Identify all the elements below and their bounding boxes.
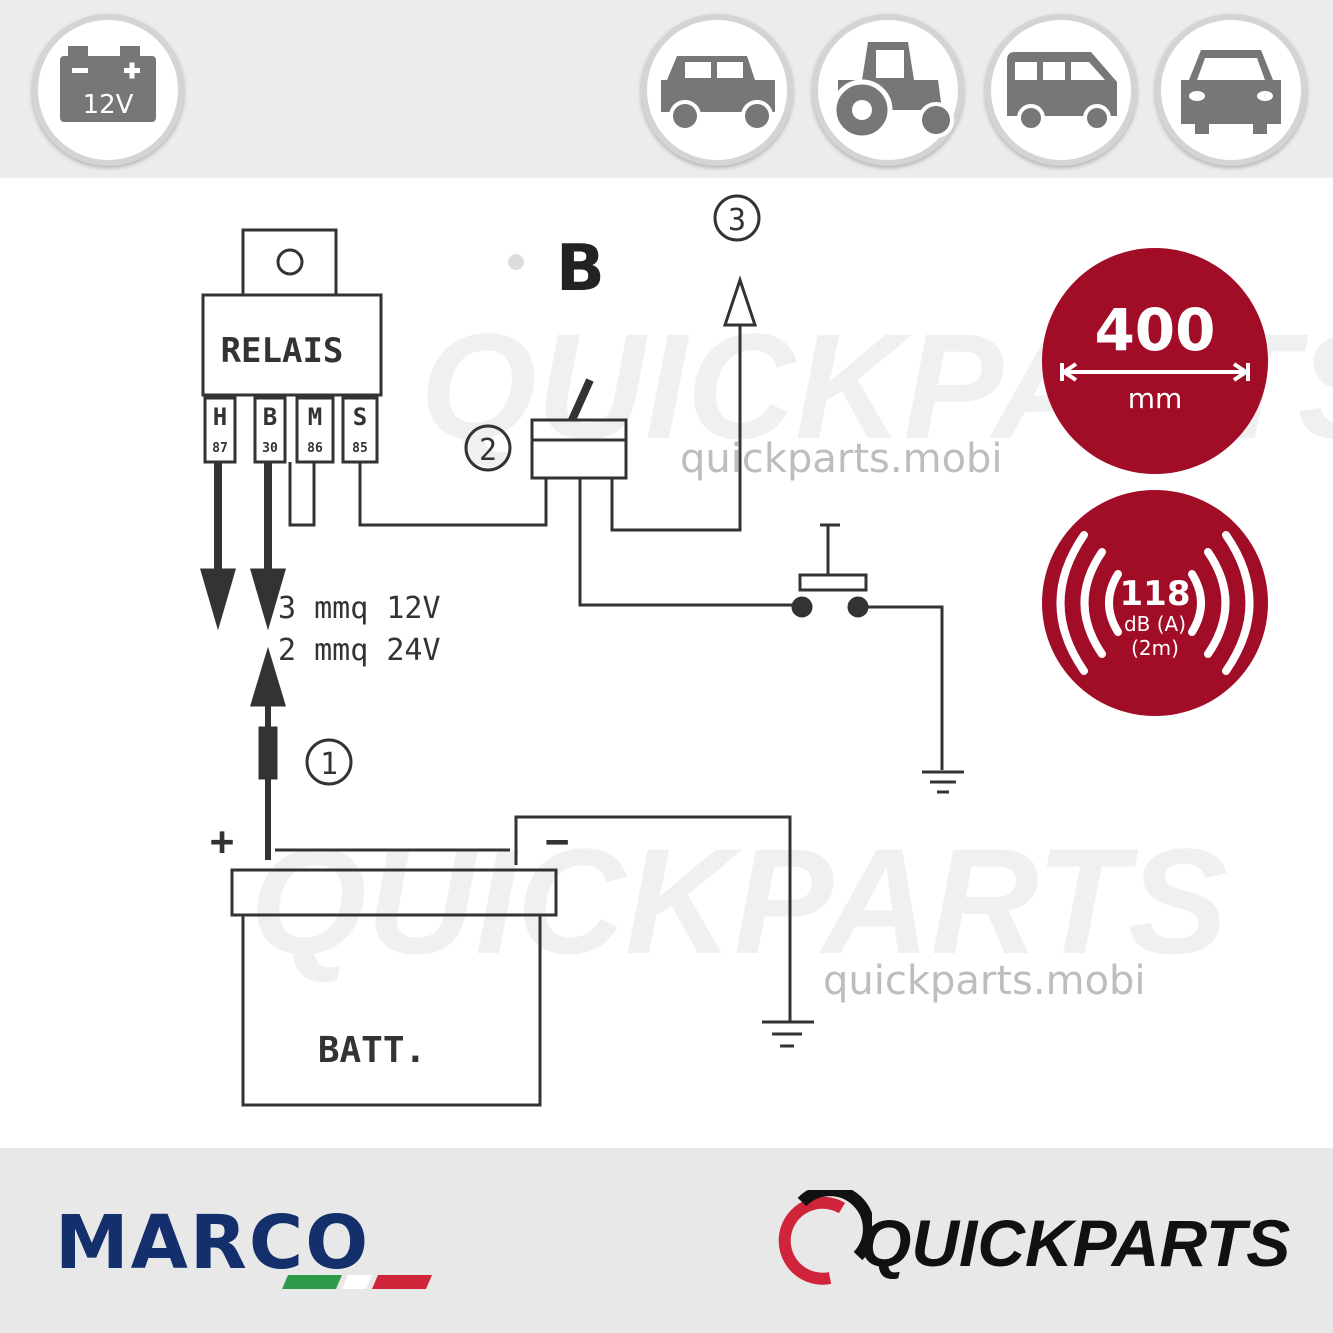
watermark-url-2: quickparts.mobi [823, 958, 1146, 1004]
toggle-switch [530, 418, 628, 480]
watermark-brand-2: QUICKPARTS [250, 817, 1228, 985]
terminal-number: 30 [262, 441, 278, 456]
relay-body [201, 293, 383, 397]
battery-12v-icon: 12V [32, 14, 184, 166]
terminal-letter: M [308, 403, 322, 431]
quickparts-logo-mark [778, 1190, 872, 1285]
diagram-letter: B [556, 232, 605, 306]
double-arrow-icon [1060, 362, 1250, 382]
relay-label: RELAIS [221, 331, 344, 371]
sound-level-badge: 118 dB (A) (2m) [1042, 490, 1268, 716]
battery-label: BATT. [318, 1030, 426, 1071]
callout-3: 3 [713, 194, 761, 242]
length-unit: mm [1127, 382, 1183, 415]
terminal-letter: S [353, 403, 367, 431]
quickparts-logo: QUICKPARTS [860, 1206, 1291, 1280]
negative-terminal-label: − [545, 819, 569, 865]
length-badge: 400 mm [1042, 248, 1268, 474]
terminal-letter: H [213, 403, 227, 431]
battery-lid [230, 868, 558, 917]
voltage-label: 12V [83, 90, 134, 120]
positive-terminal-label: + [210, 819, 234, 865]
callout-2: 2 [464, 424, 512, 472]
svg-text:3: 3 [728, 203, 746, 238]
footer-band [0, 1148, 1333, 1333]
van-icon [985, 14, 1137, 166]
terminal-letter: B [263, 403, 277, 431]
car-icon [1155, 14, 1307, 166]
marco-logo: MARCO [55, 1200, 371, 1286]
tractor-icon [812, 14, 964, 166]
wire-spec-24v: 2 mmq 24V [278, 633, 441, 668]
marco-logo-stripes [282, 1275, 432, 1289]
offroad-vehicle-icon [641, 14, 793, 166]
relay-tab [241, 228, 338, 297]
length-value: 400 [1094, 296, 1216, 364]
relay-terminals: H B M S 87 30 86 85 [203, 396, 379, 464]
sound-value: 118 [1119, 574, 1191, 614]
terminal-number: 87 [212, 441, 228, 456]
watermark-url: quickparts.mobi [680, 436, 1003, 482]
sound-unit: dB (A) [1123, 612, 1187, 636]
wire-spec-12v: 3 mmq 12V [278, 591, 441, 626]
sound-waves-icon [1056, 531, 1254, 675]
terminal-number: 85 [352, 441, 368, 456]
callout-1: 1 [305, 738, 353, 786]
terminal-number: 86 [307, 441, 323, 456]
svg-text:1: 1 [320, 747, 338, 782]
svg-text:2: 2 [479, 433, 497, 468]
battery-body [241, 913, 542, 1107]
sound-distance: (2m) [1131, 636, 1179, 660]
